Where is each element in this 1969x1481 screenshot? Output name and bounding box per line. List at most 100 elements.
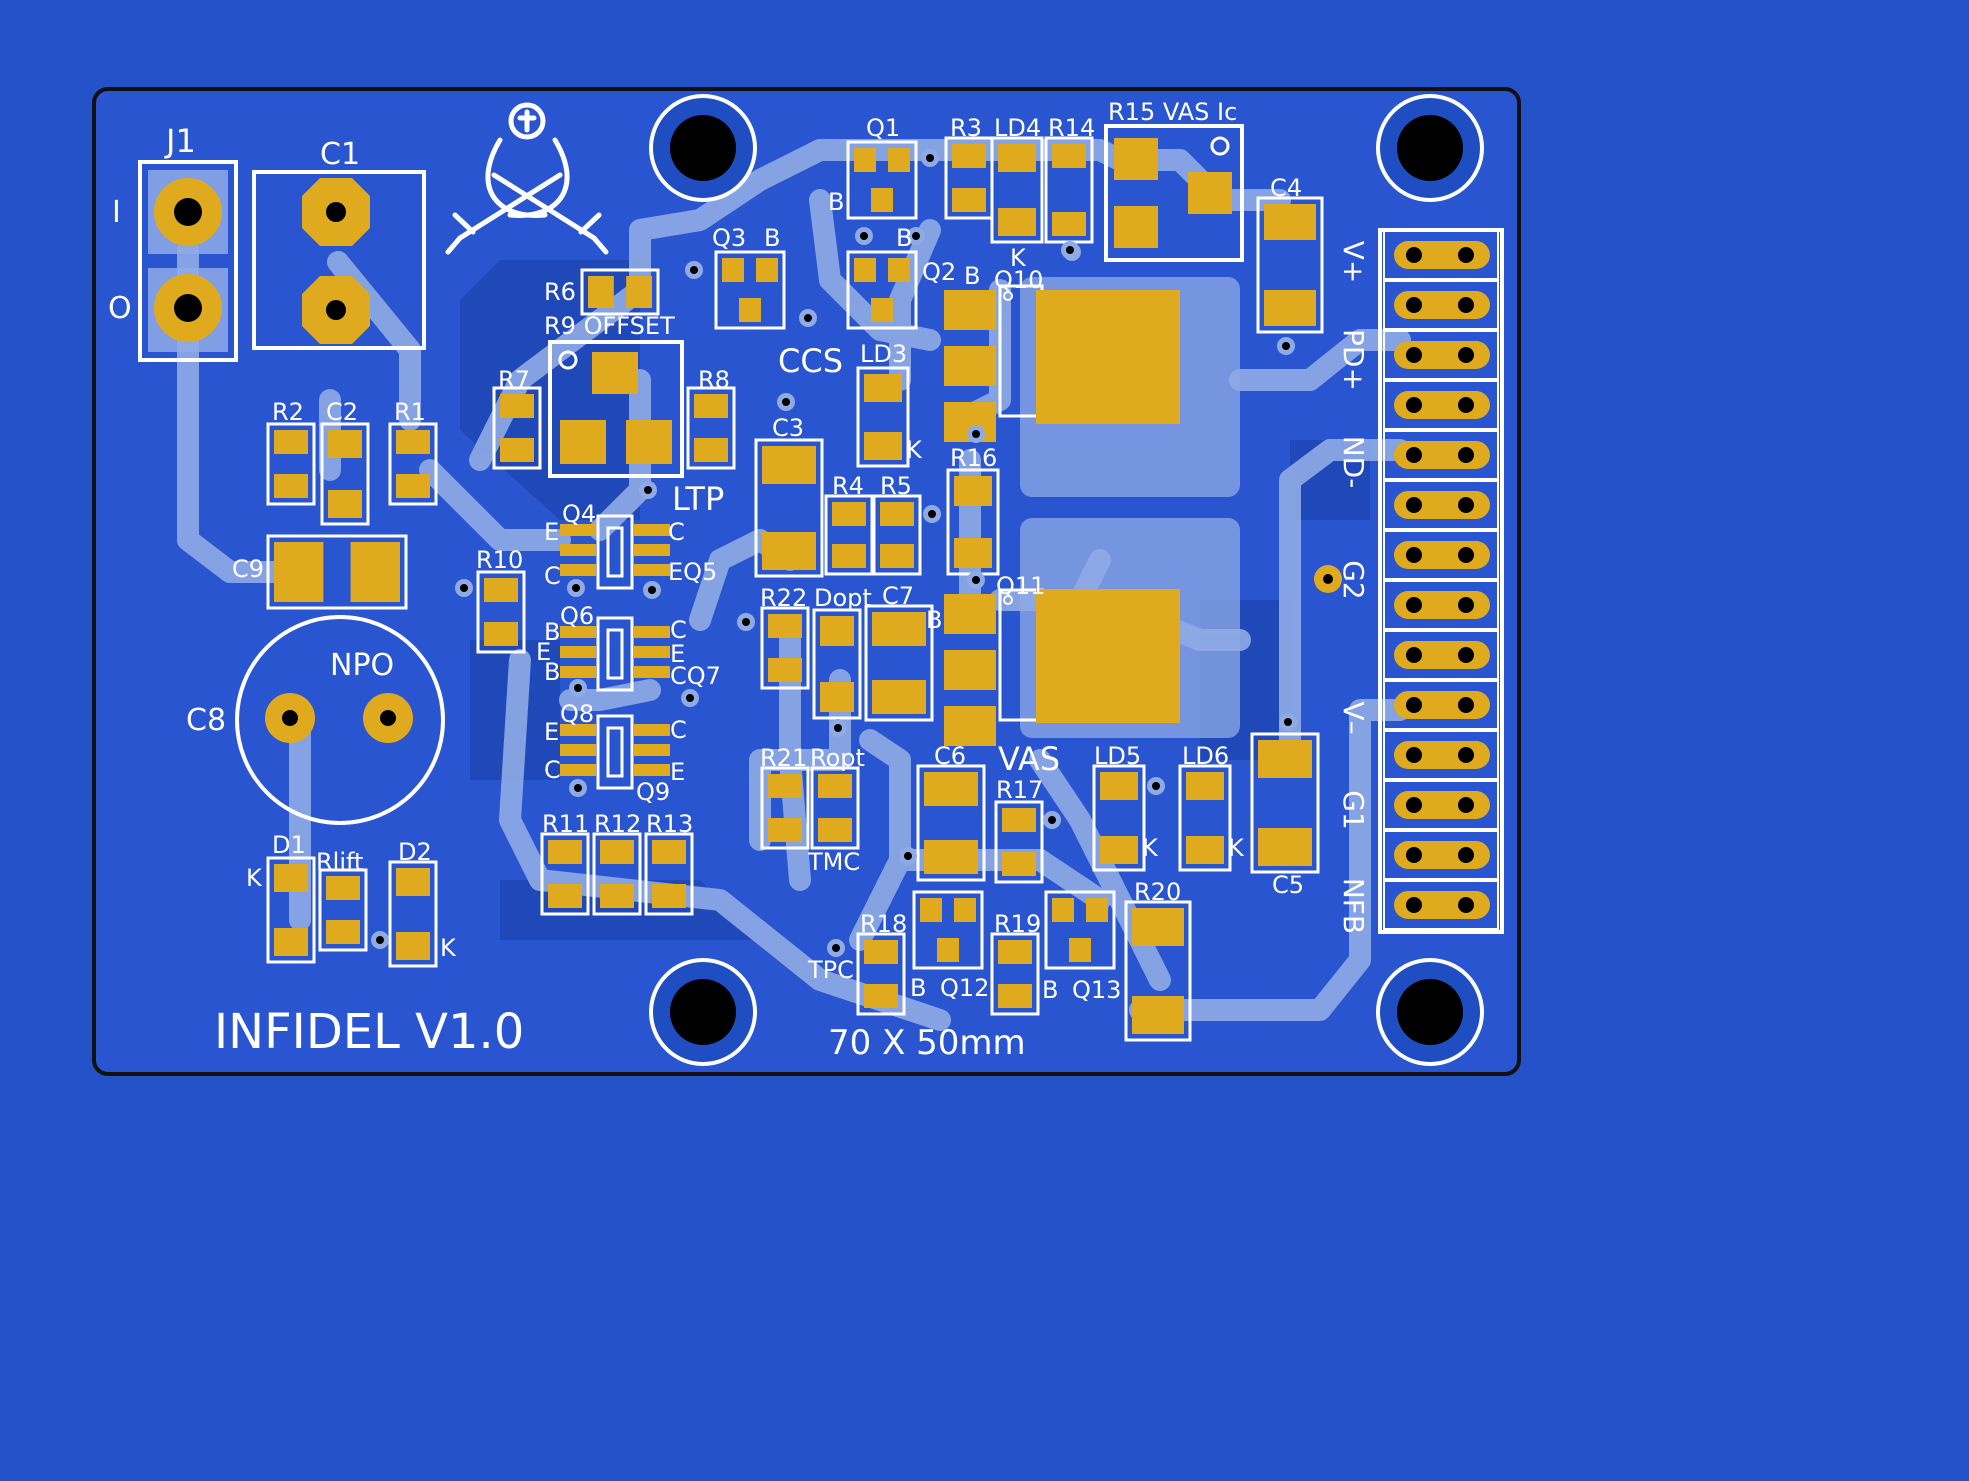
label-q6: Q6	[560, 602, 594, 630]
label-r17: R17	[996, 776, 1043, 804]
label-r16: R16	[950, 444, 997, 472]
label-r14: R14	[1048, 114, 1095, 142]
label-r19: R19	[994, 910, 1041, 938]
d1-footprint	[266, 856, 316, 964]
mounting-hole-bottom-left	[649, 958, 757, 1066]
label-r7: R7	[498, 366, 530, 394]
label-d1: D1	[272, 831, 306, 859]
r2-footprint	[266, 422, 316, 506]
label-q6-e: E	[536, 638, 551, 666]
r12-footprint	[592, 832, 642, 916]
label-q5-c: C	[668, 518, 685, 546]
ld6-footprint	[1178, 764, 1232, 872]
header-pin-row	[1383, 680, 1499, 730]
label-ld6: LD6	[1182, 742, 1229, 770]
label-q13: Q13	[1072, 976, 1121, 1004]
label-r22: R22	[760, 584, 807, 612]
label-j1-pin2: O	[108, 291, 132, 326]
label-ld5: LD5	[1094, 742, 1141, 770]
mounting-hole-bottom-right	[1376, 958, 1484, 1066]
ld3-footprint	[856, 366, 910, 468]
via	[1277, 337, 1295, 355]
label-r18: R18	[860, 910, 907, 938]
label-ccs: CCS	[778, 342, 843, 380]
pin-header	[1378, 228, 1504, 934]
r5-footprint	[872, 494, 922, 576]
r10-footprint	[476, 570, 526, 654]
label-q7: CQ7	[670, 662, 721, 690]
via	[685, 261, 703, 279]
via	[737, 613, 755, 631]
label-q5: EQ5	[668, 558, 717, 586]
via	[1147, 777, 1165, 795]
crossed-swords-icon	[445, 102, 609, 255]
q11-footprint	[944, 588, 1180, 746]
label-tmc: TMC	[807, 848, 860, 876]
label-c4: C4	[1270, 174, 1302, 202]
label-q9-e: E	[670, 758, 685, 786]
label-r3: R3	[950, 114, 982, 142]
label-r1: R1	[394, 398, 426, 426]
header-pin-row	[1383, 730, 1499, 780]
header-pin-row	[1383, 530, 1499, 580]
r21-footprint	[760, 766, 810, 850]
label-c1: C1	[320, 137, 360, 172]
mounting-holes	[649, 94, 1484, 1066]
label-r9: R9 OFFSET	[544, 312, 675, 340]
label-q11: Q11	[996, 572, 1045, 600]
label-q8-e: E	[544, 718, 559, 746]
via	[777, 393, 795, 411]
label-q3: Q3	[712, 224, 746, 252]
via	[1043, 811, 1061, 829]
label-q9: Q9	[636, 778, 670, 806]
label-k-d1: K	[246, 864, 263, 892]
label-c5: C5	[1272, 871, 1304, 899]
smd-components	[266, 124, 1324, 1042]
j1-connector	[138, 160, 238, 362]
header-pin-row	[1383, 280, 1499, 330]
label-j1: J1	[164, 122, 196, 160]
label-ld3: LD3	[860, 340, 907, 368]
label-q8-c: C	[544, 756, 561, 784]
label-d2: D2	[398, 838, 432, 866]
c5-footprint	[1250, 732, 1320, 874]
label-q4-c: C	[544, 562, 561, 590]
r7-footprint	[492, 386, 542, 470]
label-r21: R21	[760, 744, 807, 772]
r19-footprint	[990, 932, 1040, 1016]
q12-footprint	[912, 890, 984, 970]
label-q8: Q8	[560, 700, 594, 728]
header-pin-row	[1383, 880, 1499, 930]
via	[899, 847, 917, 865]
label-dopt: Dopt	[814, 584, 872, 612]
via	[923, 505, 941, 523]
r11-footprint	[540, 832, 590, 916]
c7-footprint	[864, 604, 934, 722]
c2-footprint	[320, 422, 370, 526]
r9-trimmer-footprint	[548, 340, 684, 478]
label-k-ld6: K	[1228, 834, 1245, 862]
r4-footprint	[824, 494, 874, 576]
via	[799, 309, 817, 327]
pin-label: G1	[1337, 790, 1370, 830]
q2-footprint	[846, 250, 918, 330]
via	[371, 931, 389, 949]
label-vas: VAS	[998, 740, 1060, 778]
label-q2: Q2	[922, 258, 956, 286]
label-r10: R10	[476, 546, 523, 574]
r3-footprint	[944, 136, 994, 220]
via	[1061, 241, 1079, 259]
d2-footprint	[388, 860, 438, 968]
label-r15: R15 VAS Ic	[1108, 98, 1237, 126]
label-q4: Q4	[562, 500, 596, 528]
ld5-footprint	[1092, 764, 1146, 872]
board-title: INFIDEL V1.0	[214, 1004, 524, 1060]
c3-footprint	[754, 438, 824, 578]
mounting-hole-top-right	[1376, 94, 1484, 202]
c1-capacitor	[252, 170, 426, 350]
label-r12: R12	[594, 810, 641, 838]
label-k-ld5: K	[1142, 834, 1159, 862]
